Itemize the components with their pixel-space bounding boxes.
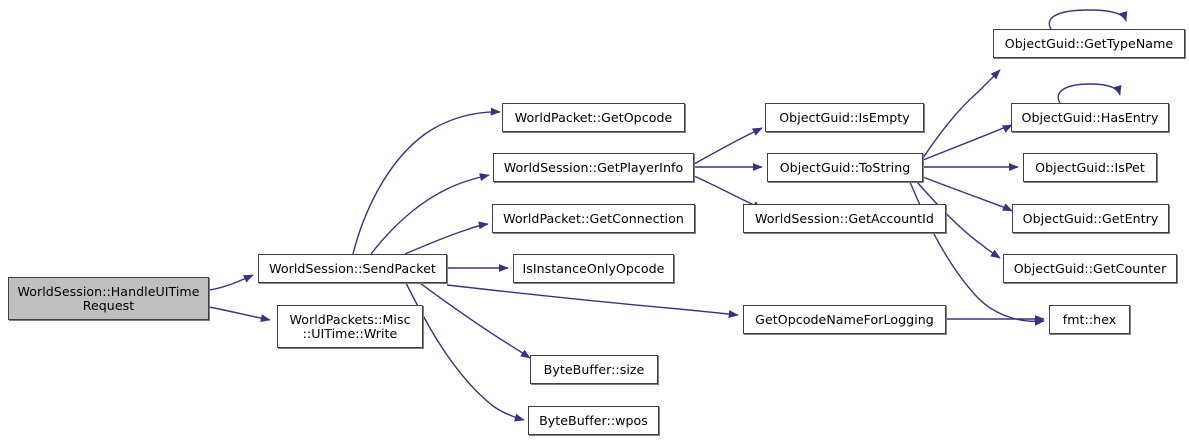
graph-node-label: ObjectGuid::ToString [779, 159, 911, 175]
graph-node-hasentry[interactable]: ObjectGuid::HasEntry [1011, 103, 1169, 132]
graph-node-label: ObjectGuid::GetCounter [1013, 260, 1167, 276]
graph-node-getaccountid[interactable]: WorldSession::GetAccountId [743, 204, 946, 233]
graph-node-getentry[interactable]: ObjectGuid::GetEntry [1012, 204, 1169, 233]
graph-node-label: ObjectGuid::GetEntry [1022, 210, 1159, 226]
graph-node-label: IsInstanceOnlyOpcode [522, 260, 665, 276]
graph-node-label: fmt::hex [1062, 311, 1117, 327]
graph-node-ispet[interactable]: ObjectGuid::IsPet [1023, 153, 1157, 182]
graph-node-getcounter[interactable]: ObjectGuid::GetCounter [1003, 254, 1177, 283]
graph-node-tostring[interactable]: ObjectGuid::ToString [767, 153, 923, 182]
graph-node-label: ObjectGuid::IsPet [1035, 159, 1145, 175]
graph-node-uitimewrite[interactable]: WorldPackets::Misc ::UITime::Write [277, 305, 423, 348]
graph-node-gettypename[interactable]: ObjectGuid::GetTypeName [993, 29, 1185, 58]
graph-node-bbsize[interactable]: ByteBuffer::size [530, 355, 658, 384]
graph-node-opcodename[interactable]: GetOpcodeNameForLogging [743, 305, 946, 334]
graph-node-isinstance[interactable]: IsInstanceOnlyOpcode [513, 254, 674, 283]
graph-node-bbwpos[interactable]: ByteBuffer::wpos [528, 406, 659, 435]
graph-node-label: ObjectGuid::HasEntry [1021, 109, 1159, 125]
graph-node-label: ObjectGuid::IsEmpty [779, 109, 910, 125]
graph-node-label: WorldPacket::GetOpcode [514, 109, 673, 125]
graph-node-getopcode[interactable]: WorldPacket::GetOpcode [502, 103, 685, 132]
graph-node-label: WorldPackets::Misc ::UITime::Write [289, 311, 411, 341]
graph-node-getconnection[interactable]: WorldPacket::GetConnection [492, 204, 695, 233]
graph-node-label: ObjectGuid::GetTypeName [1004, 35, 1174, 51]
graph-node-label: ByteBuffer::wpos [539, 412, 648, 428]
graph-node-label: WorldSession::GetAccountId [755, 210, 934, 226]
graph-node-handle[interactable]: WorldSession::HandleUITime Request [8, 277, 209, 320]
graph-node-label: WorldSession::GetPlayerInfo [503, 159, 684, 175]
graph-node-label: ByteBuffer::size [543, 361, 645, 377]
graph-node-label: GetOpcodeNameForLogging [755, 311, 934, 327]
graph-node-getplayerinfo[interactable]: WorldSession::GetPlayerInfo [493, 153, 694, 182]
graph-node-label: WorldSession::SendPacket [269, 260, 436, 276]
graph-node-sendpacket[interactable]: WorldSession::SendPacket [258, 254, 447, 283]
graph-node-label: WorldSession::HandleUITime Request [17, 283, 200, 313]
graph-node-label: WorldPacket::GetConnection [503, 210, 684, 226]
graph-node-fmthex[interactable]: fmt::hex [1049, 305, 1130, 334]
graph-node-isempty[interactable]: ObjectGuid::IsEmpty [765, 103, 924, 132]
